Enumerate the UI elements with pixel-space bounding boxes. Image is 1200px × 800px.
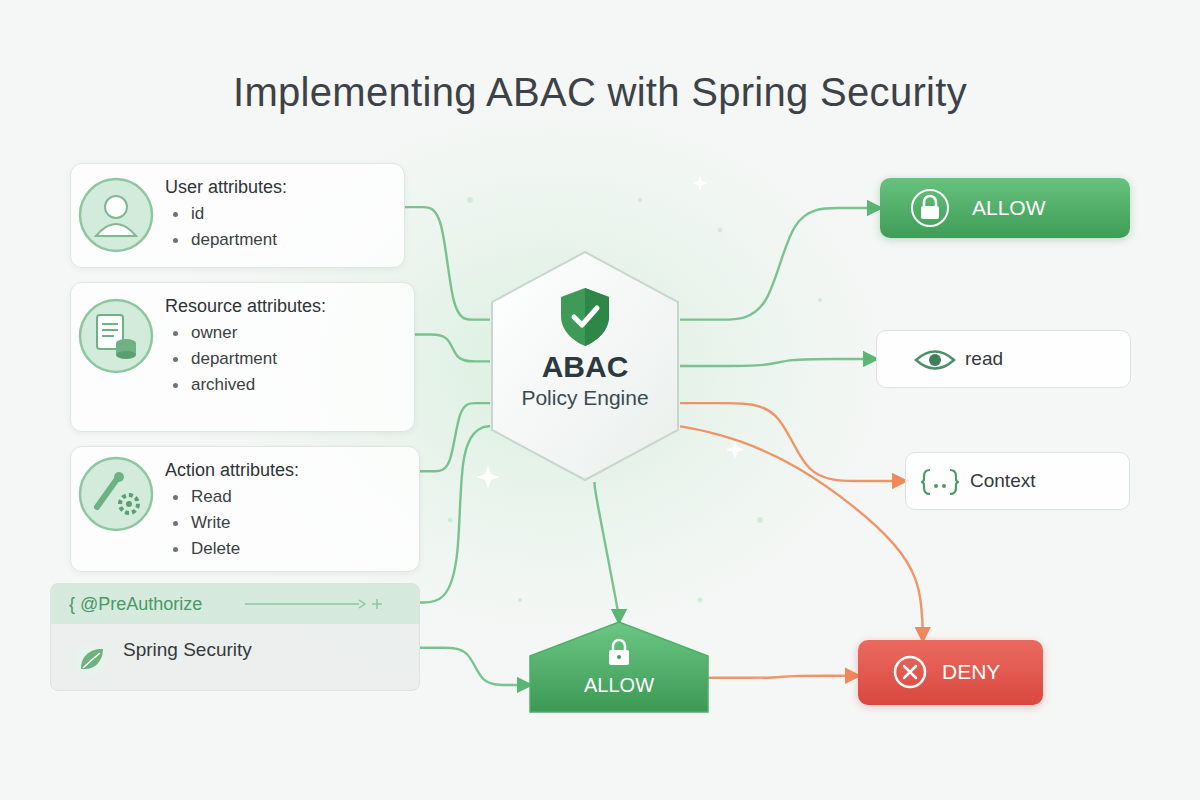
connector: [680, 426, 923, 640]
connector: [680, 403, 905, 481]
resource-icon: [77, 297, 155, 375]
node-label: User attributes:: [165, 177, 386, 198]
attribute-box: Action attributes: ReadWriteDelete: [70, 446, 420, 572]
shield-check-icon: [557, 286, 613, 348]
action-box: read: [876, 330, 1131, 388]
connector: [680, 208, 880, 320]
connector: [680, 359, 876, 366]
node-sublabel: Write: [165, 513, 401, 533]
connector: [420, 426, 490, 602]
connector: [595, 482, 620, 622]
node-sublabel: Policy Engine: [490, 385, 680, 410]
user-icon: [77, 176, 155, 254]
node-sublabel: id: [165, 204, 386, 224]
node-sublabel: owner: [165, 323, 396, 343]
allow-box: ALLOW: [530, 622, 708, 712]
node-sublabel: archived: [165, 375, 396, 395]
node-label: { @PreAuthorize: [69, 594, 401, 615]
node-label: ABAC: [490, 350, 680, 385]
pentagon-outline: [530, 622, 708, 712]
deny-x-icon: [892, 654, 928, 690]
connector: [420, 403, 490, 471]
node-label: ALLOW: [972, 178, 1106, 238]
node-label: Context: [970, 453, 1105, 509]
lock-icon: [910, 188, 950, 228]
eye-icon: [913, 347, 957, 373]
diagram-title: Implementing ABAC with Spring Security: [0, 70, 1200, 115]
connector: [415, 335, 490, 362]
annotation-arrow: [241, 594, 391, 614]
node-label: DENY: [942, 640, 1017, 704]
node-sublabel: department: [165, 230, 386, 250]
node-sublabel: Read: [165, 487, 401, 507]
node-sublabel: department: [165, 349, 396, 369]
attribute-box: Resource attributes: owner department archi…: [70, 282, 415, 432]
deny-box: DENY: [858, 640, 1043, 705]
pentagon-outline: [530, 622, 708, 712]
context-box: Context: [905, 452, 1130, 510]
action-icon: [77, 455, 155, 533]
node-label: Resource attributes:: [165, 296, 396, 317]
node-sublabel: Spring Security: [69, 639, 401, 661]
connector: [420, 648, 530, 685]
allow-box: ALLOW: [880, 178, 1130, 238]
connector: [708, 676, 858, 678]
node-label: Action attributes:: [165, 460, 401, 481]
context-brace-icon: [920, 468, 960, 496]
spring-leaf-icon: [73, 642, 113, 678]
attribute-box: User attributes: id department: [70, 163, 405, 268]
node-label: read: [965, 331, 1106, 387]
policy-engine-hexagon: ABACPolicy Engine: [490, 250, 680, 482]
node-label: ALLOW: [530, 674, 708, 697]
spring-security-panel: { @PreAuthorizeSpring Security: [50, 583, 420, 691]
connector: [405, 207, 490, 320]
node-sublabel: Delete: [165, 539, 401, 559]
lock-icon: [604, 636, 634, 668]
